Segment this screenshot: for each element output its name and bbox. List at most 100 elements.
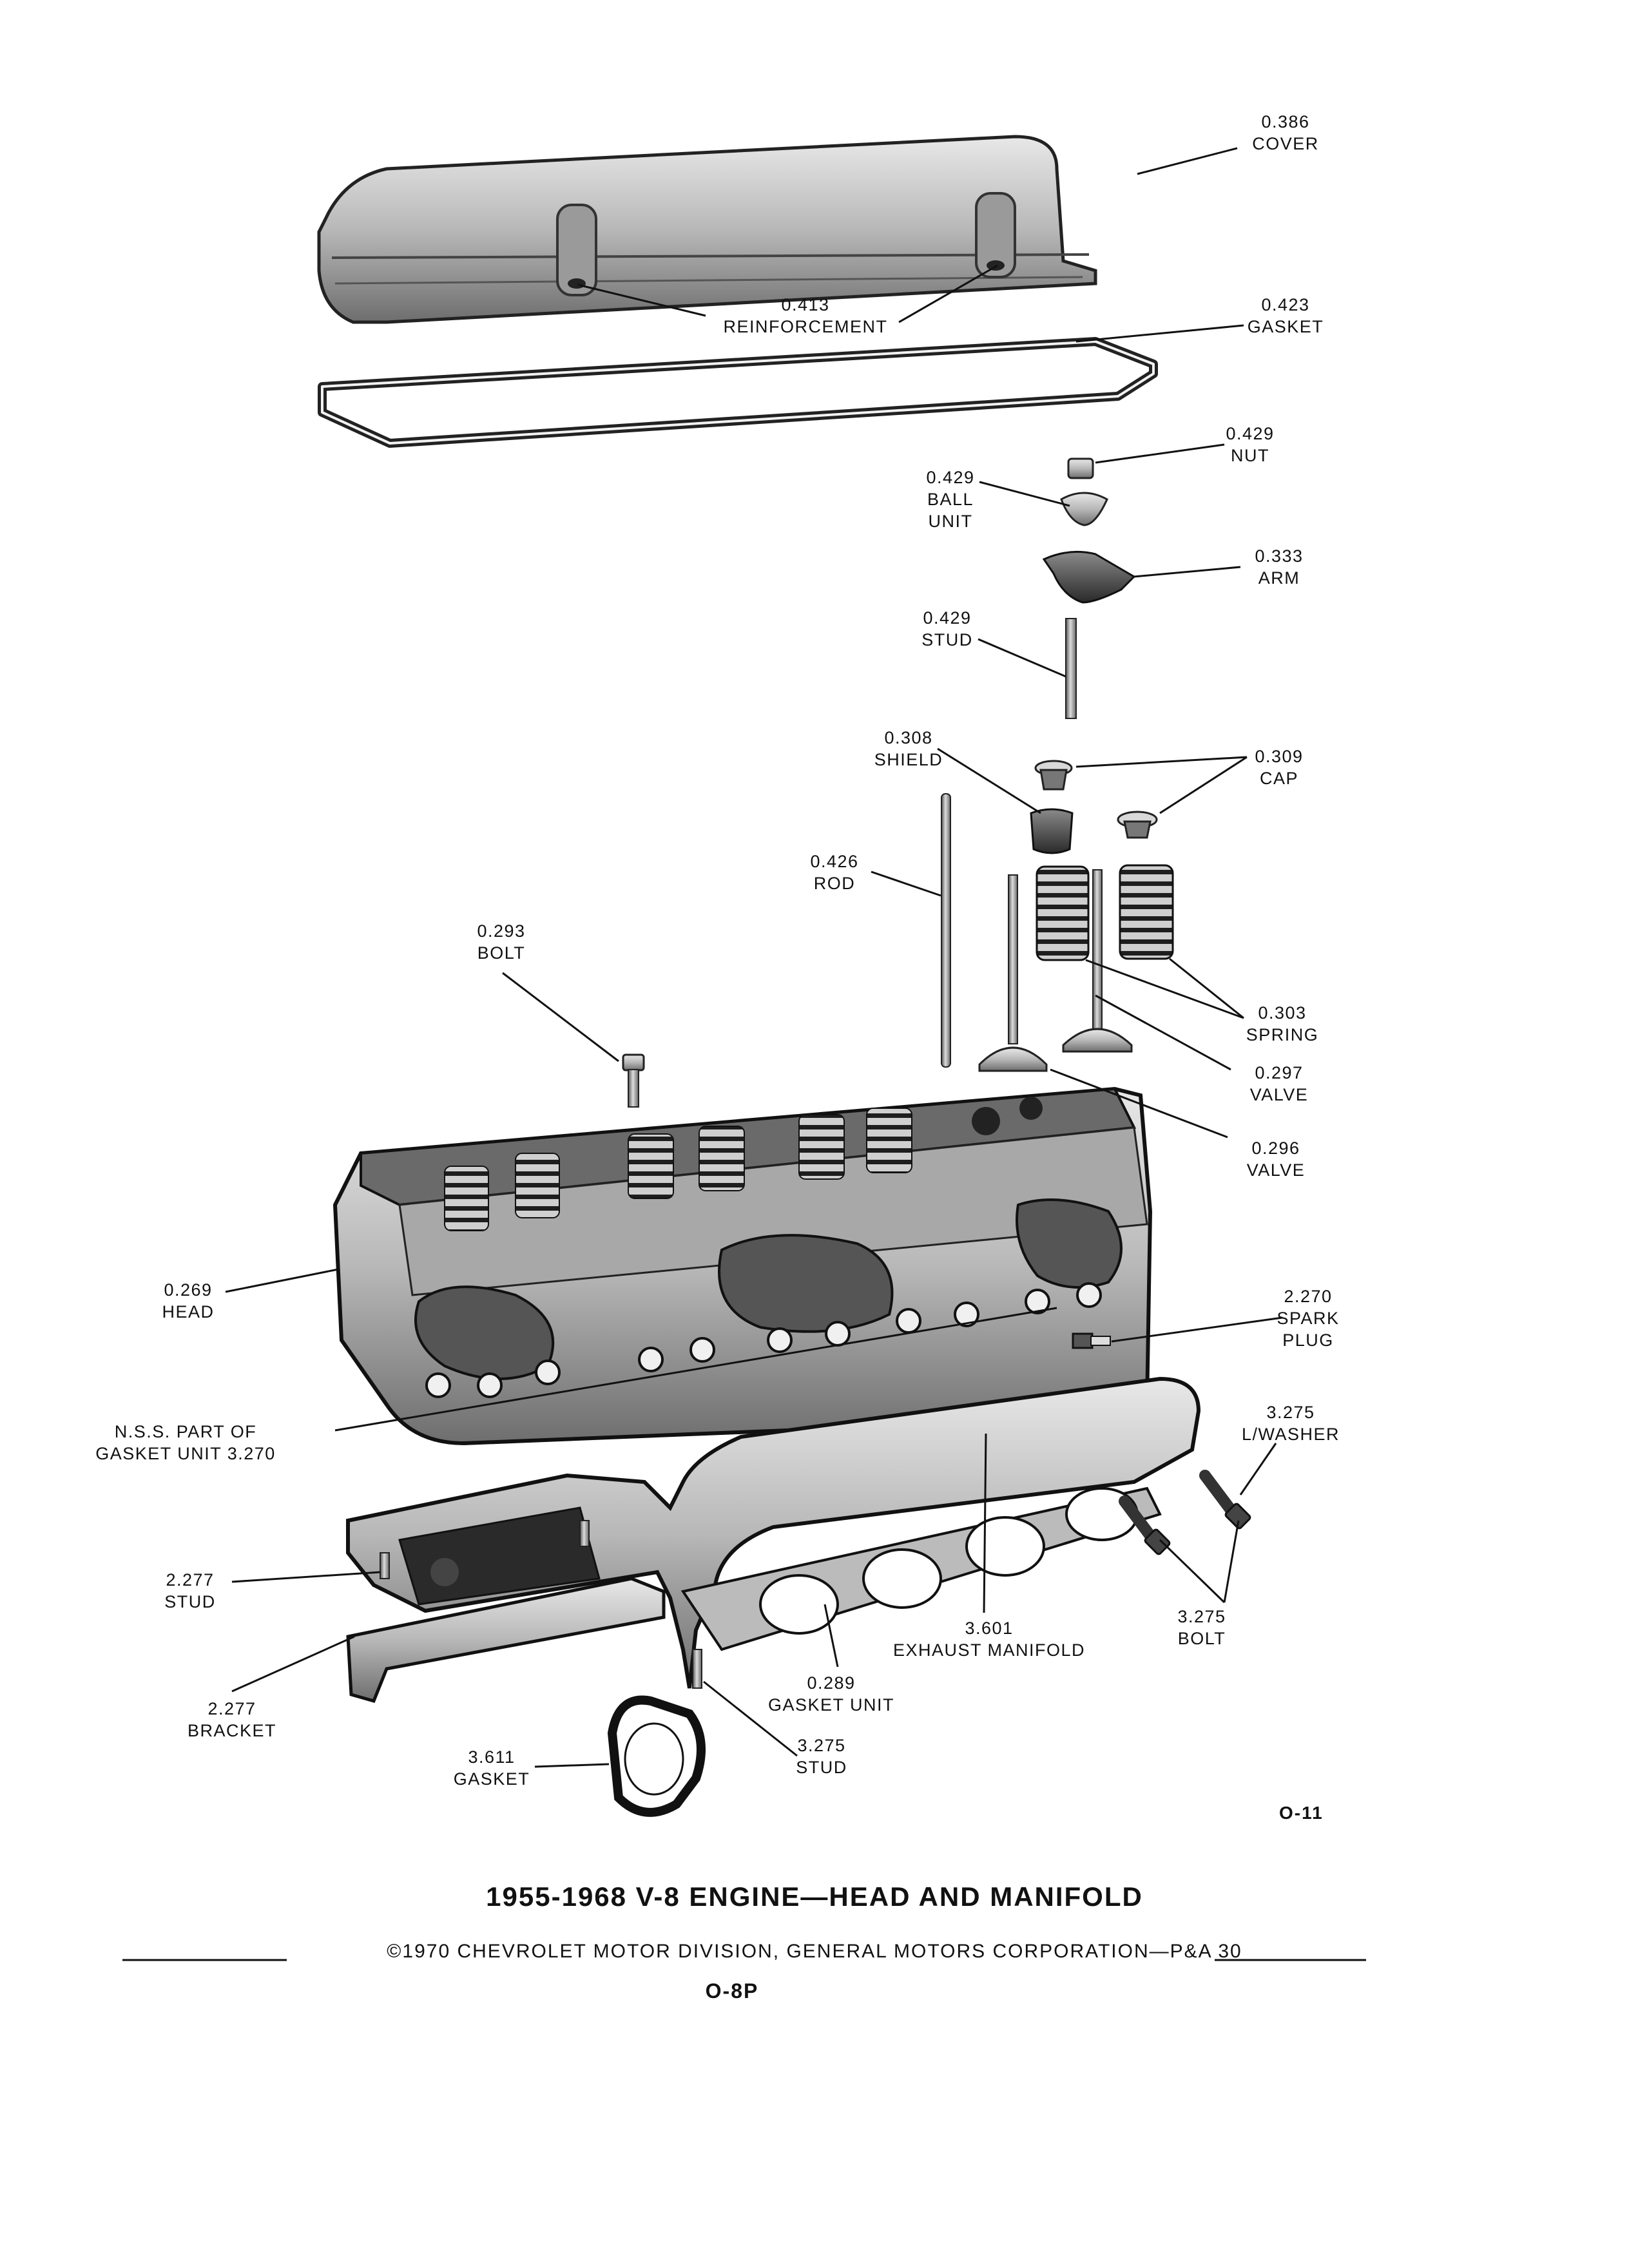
figure-id: O-11 [1279,1803,1324,1823]
part-name: BOLT [1177,1629,1226,1648]
part-number: 3.275 [1177,1607,1226,1626]
valves [978,869,1133,1072]
cylinder-head [333,1086,1153,1446]
cover-gasket [318,337,1158,448]
part-number: 0.429 [923,608,972,628]
part-name: ARM [1258,568,1300,588]
rocker-nut [1067,457,1094,479]
part-number: 0.309 [1255,747,1304,766]
valve-cover [317,135,1097,324]
part-name: HEAD [162,1302,215,1321]
part-number: 0.429 [926,468,975,487]
part-name: BRACKET [187,1721,277,1740]
part-name: VALVE [1246,1160,1306,1180]
part-number: 0.293 [477,921,526,941]
copyright-line: ©1970 CHEVROLET MOTOR DIVISION, GENERAL … [387,1941,1242,1962]
part-number: 3.275 [1266,1403,1315,1422]
part-name: STUD [164,1592,216,1611]
part-number: 0.297 [1255,1063,1304,1082]
part-number: 2.270 [1284,1287,1333,1306]
manifold-gasket [680,1486,1162,1651]
part-name: N.S.S. PART OF GASKET UNIT 3.270 [95,1422,276,1463]
part-number: 0.303 [1258,1003,1307,1023]
part-number: 3.611 [468,1747,516,1767]
page-title: 1955-1968 V-8 ENGINE—HEAD AND MANIFOLD [486,1881,1143,1912]
part-number: 0.423 [1261,295,1310,314]
rocker-ball [1060,492,1108,526]
part-number: 0.296 [1251,1139,1300,1158]
rocker-arm [1042,550,1136,604]
push-rod [941,793,951,1068]
flange-gasket [607,1695,706,1817]
rocker-stud [1065,618,1077,719]
part-name: EXHAUST MANIFOLD [892,1640,1086,1660]
leader-lines [225,147,1283,1768]
part-number: 0.429 [1226,424,1275,443]
part-number: 0.289 [807,1673,856,1693]
part-number: 0.413 [781,295,830,314]
valve-shield [1030,808,1074,854]
label-nss-gasket: N.S.S. PART OF GASKET UNIT 3.270 [95,1421,276,1465]
part-name: SHIELD [874,750,943,769]
part-name: GASKET UNIT [767,1695,895,1715]
part-number: 0.269 [164,1280,213,1300]
manifold-studs [380,1520,702,1689]
part-name: STUD [796,1758,847,1777]
part-name: GASKET [1247,317,1324,336]
part-number: 3.275 [797,1736,846,1755]
part-number: 0.333 [1255,546,1304,566]
part-name: SPARK PLUG [1277,1309,1340,1350]
part-name: BOLT [477,943,526,963]
part-number: 2.277 [207,1699,256,1718]
part-number: 2.277 [166,1570,215,1590]
valve-spring-left [1036,865,1090,961]
part-name: VALVE [1249,1085,1309,1104]
manifold-bracket [346,1577,666,1704]
part-name: L/WASHER [1241,1425,1340,1444]
page-number: O-8P [705,1979,759,2003]
manifold-bolts [1119,1470,1251,1555]
spark-plug [1072,1332,1111,1349]
part-number: 0.386 [1261,112,1310,131]
part-name: BALL UNIT [927,490,974,531]
part-name: ROD [813,874,856,893]
valve-spring-right [1119,864,1174,960]
part-number: 0.308 [884,728,933,747]
part-name: REINFORCEMENT [723,317,888,336]
part-number: 3.601 [965,1619,1014,1638]
head-bolt [622,1053,645,1108]
part-name: NUT [1230,446,1269,465]
part-name: GASKET [453,1769,530,1789]
part-name: SPRING [1246,1025,1319,1044]
part-name: CAP [1259,769,1299,788]
part-name: COVER [1252,134,1319,153]
valve-caps [1034,760,1158,839]
part-name: STUD [921,630,973,649]
part-number: 0.426 [810,852,859,871]
